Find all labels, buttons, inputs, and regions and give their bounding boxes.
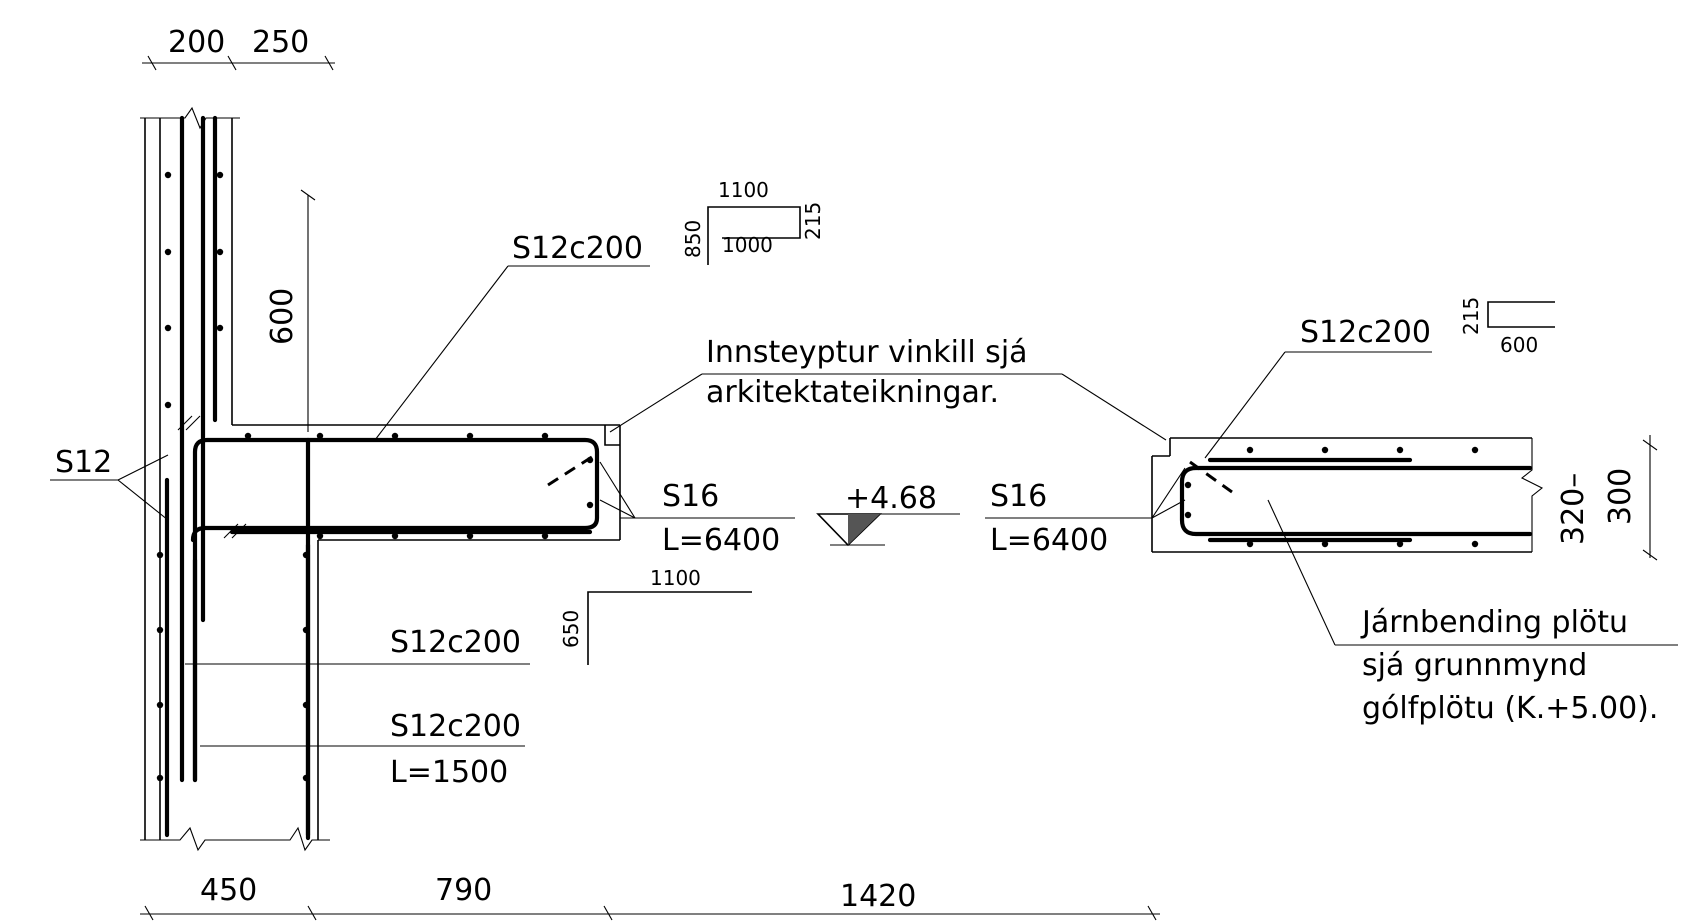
dim-300: 300 bbox=[1603, 468, 1638, 525]
dim-200: 200 bbox=[168, 25, 225, 60]
angle-note-line2: arkitektateikningar. bbox=[706, 375, 999, 410]
dim-600: 600 bbox=[265, 288, 300, 345]
s16-right-callout: S16 L=6400 bbox=[985, 467, 1186, 558]
shape1-right: 215 bbox=[801, 202, 825, 240]
dim-790: 790 bbox=[435, 873, 492, 908]
s16-left-label: S16 bbox=[662, 479, 719, 514]
right-bar-callout: S12c200 bbox=[1204, 315, 1432, 459]
dim-250: 250 bbox=[252, 25, 309, 60]
elevation-label: +4.68 bbox=[845, 481, 937, 516]
bend-shape-1: 1100 1000 850 215 bbox=[681, 178, 825, 265]
right-bar-label: S12c200 bbox=[1300, 315, 1431, 350]
right-dimension: 320– 300 bbox=[1556, 435, 1658, 561]
elevation-marker: +4.68 bbox=[816, 481, 960, 547]
right-slab bbox=[1151, 437, 1544, 553]
angle-note: Innsteyptur vinkill sjá arkitektateiknin… bbox=[609, 335, 1167, 441]
top-bar-callout: S12c200 bbox=[374, 231, 650, 441]
shape3-left: 650 bbox=[559, 610, 583, 648]
slab-note-line1: Járnbending plötu bbox=[1360, 605, 1628, 640]
s16-right-length: L=6400 bbox=[990, 523, 1108, 558]
dim-600-group: 600 bbox=[265, 189, 316, 432]
wall-bar-2-length: L=1500 bbox=[390, 755, 508, 790]
wall-bar-callout-2: S12c200 L=1500 bbox=[200, 709, 525, 790]
shape2-left: 215 bbox=[1459, 297, 1483, 335]
dim-1420: 1420 bbox=[840, 879, 916, 914]
top-dimension: 200 250 bbox=[142, 25, 335, 71]
shape2-bottom: 600 bbox=[1500, 333, 1538, 357]
shape1-top: 1100 bbox=[718, 178, 769, 202]
bottom-dimension: 450 790 1420 bbox=[140, 873, 1160, 921]
wall-bar-1-label: S12c200 bbox=[390, 625, 521, 660]
wall bbox=[140, 106, 621, 852]
s16-left-length: L=6400 bbox=[662, 523, 780, 558]
top-bar-label: S12c200 bbox=[512, 231, 643, 266]
wall-bar-2-label: S12c200 bbox=[390, 709, 521, 744]
s16-right-label: S16 bbox=[990, 479, 1047, 514]
shape1-left: 850 bbox=[681, 220, 705, 258]
s16-left-callout: S16 L=6400 bbox=[599, 461, 795, 558]
bend-shape-3: 1100 650 bbox=[559, 566, 752, 665]
angle-note-line1: Innsteyptur vinkill sjá bbox=[706, 335, 1028, 370]
wall-bar-callout-1: S12c200 bbox=[185, 625, 530, 665]
s12-label: S12 bbox=[55, 445, 112, 480]
s12-label-group: S12 bbox=[50, 445, 169, 521]
left-slab bbox=[190, 425, 620, 841]
slab-note-line3: gólfplötu (K.+5.00). bbox=[1362, 691, 1658, 726]
shape3-top: 1100 bbox=[650, 566, 701, 590]
slab-note: Járnbending plötu sjá grunnmynd gólfplöt… bbox=[1267, 499, 1678, 726]
dim-450: 450 bbox=[200, 873, 257, 908]
bend-shape-2: 215 600 bbox=[1459, 297, 1555, 357]
shape1-bottom: 1000 bbox=[722, 233, 773, 257]
dim-320: 320– bbox=[1556, 473, 1591, 545]
slab-note-line2: sjá grunnmynd bbox=[1362, 648, 1587, 683]
